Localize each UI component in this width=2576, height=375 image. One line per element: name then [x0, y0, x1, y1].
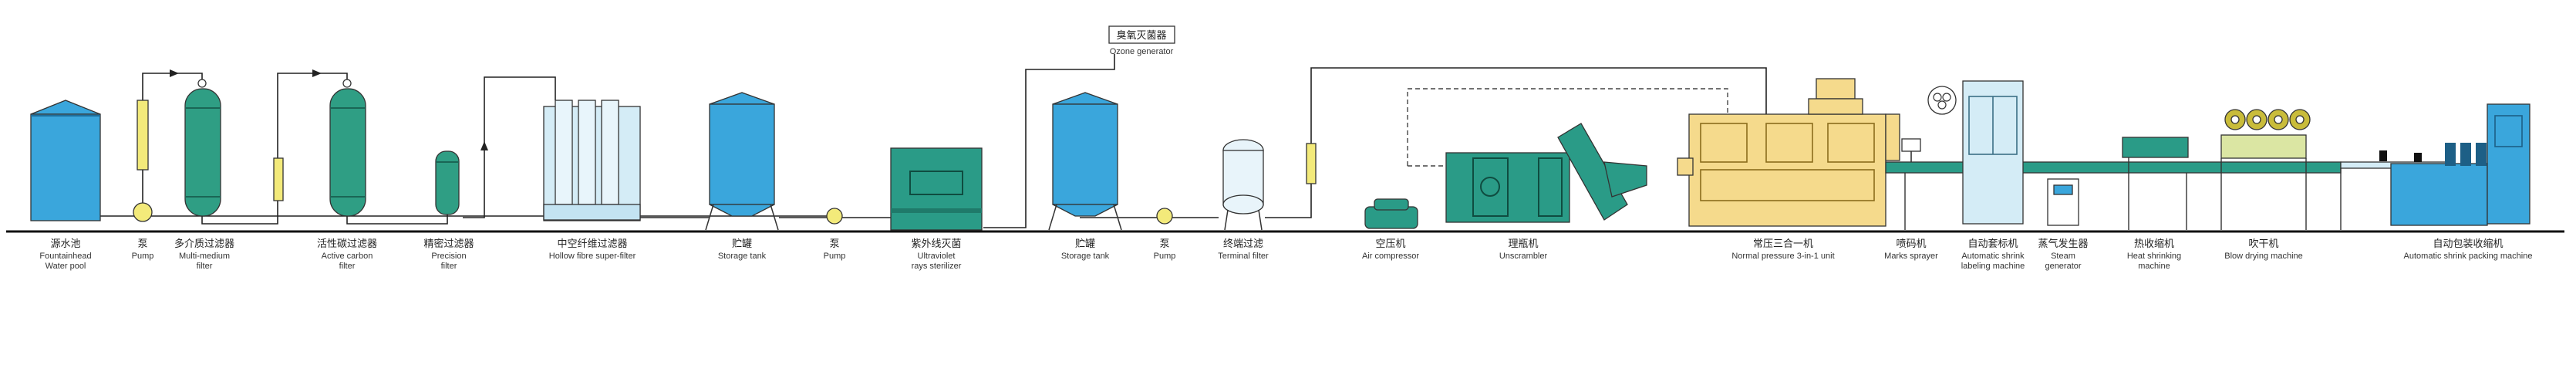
label-multimedium-en1: Multi-medium	[179, 252, 230, 261]
shrink-labeling-machine	[1927, 80, 2024, 225]
steam-generator	[2047, 178, 2079, 226]
label-blowdry-en1: Blow drying machine	[2224, 252, 2303, 261]
label-hollow-en1: Hollow fibre super-filter	[549, 252, 636, 261]
label-aircomp-zh: 空压机	[1375, 238, 1405, 250]
label-shrinklabel-en1: Automatic shrink	[1961, 252, 2025, 261]
ozone-generator	[1108, 25, 1175, 44]
three-in-one-unit	[1677, 78, 1900, 227]
label-packing-en1: Automatic shrink packing machine	[2404, 252, 2533, 261]
fountainhead-pool	[30, 100, 101, 221]
label-multimedium-en2: filter	[197, 262, 213, 271]
label-fountainhead-zh: 源水池	[50, 238, 80, 250]
label-carbon-zh: 活性碳过滤器	[317, 238, 377, 250]
labels: 源水池 Fountainhead Water pool 泵 Pump 多介质过滤…	[39, 30, 2532, 271]
label-storage1-en1: Storage tank	[718, 252, 767, 261]
label-fountainhead-en1: Fountainhead	[39, 252, 91, 261]
storage-tank-1	[705, 92, 779, 231]
label-heatshrink-zh: 热收缩机	[2134, 238, 2174, 250]
label-ozone-zh: 臭氧灭菌器	[1116, 30, 1166, 42]
label-shrinklabel-zh: 自动套标机	[1967, 238, 2018, 250]
label-precision-en1: Precision	[431, 252, 466, 261]
label-pump2-zh: 泵	[829, 238, 839, 250]
label-carbon-en1: Active carbon	[322, 252, 373, 261]
label-aircomp-en1: Air compressor	[1362, 252, 1419, 261]
label-pump1-zh: 泵	[137, 238, 147, 250]
arrow-up-carbon	[312, 69, 322, 77]
label-fountainhead-en2: Water pool	[46, 262, 86, 271]
label-hollow-zh: 中空纤维过滤器	[557, 238, 627, 250]
flowmeter-3	[1306, 143, 1317, 184]
pump-2	[826, 208, 843, 225]
label-uv-zh: 紫外线灭菌	[911, 238, 961, 250]
storage-tank-2	[1048, 92, 1122, 231]
active-carbon-filter	[329, 79, 366, 217]
label-precision-zh: 精密过滤器	[423, 238, 474, 250]
pump-3	[1156, 208, 1173, 225]
label-marks-en1: Marks sprayer	[1884, 252, 1938, 261]
label-pump3-en1: Pump	[1154, 252, 1176, 261]
label-terminal-en1: Terminal filter	[1218, 252, 1269, 261]
label-storage1-zh: 贮罐	[732, 238, 752, 250]
label-pump2-en1: Pump	[824, 252, 846, 261]
label-packing-zh: 自动包装收缩机	[2433, 238, 2503, 250]
label-precision-en2: filter	[441, 262, 457, 271]
heat-shrinking-machine	[2122, 137, 2189, 230]
label-steam-en2: generator	[2045, 262, 2081, 271]
label-unscrambler-zh: 理瓶机	[1508, 238, 1538, 250]
label-terminal-zh: 终端过滤	[1223, 238, 1263, 250]
arrow-up-multimedium	[170, 69, 179, 77]
label-pump3-zh: 泵	[1159, 238, 1169, 250]
pump-1	[133, 202, 153, 222]
label-uv-en2: rays sterilizer	[912, 262, 962, 271]
label-steam-en1: Steam	[2051, 252, 2075, 261]
unscrambler	[1445, 123, 1647, 223]
air-compressor	[1364, 198, 1418, 229]
label-unscrambler-en1: Unscrambler	[1499, 252, 1548, 261]
blow-drying-machine	[2220, 109, 2311, 230]
flowmeter-1	[137, 100, 149, 171]
shrink-packing-machine	[2379, 103, 2530, 226]
label-pump1-en1: Pump	[132, 252, 154, 261]
label-heatshrink-en1: Heat shrinking	[2127, 252, 2181, 261]
label-marks-zh: 喷码机	[1896, 238, 1926, 250]
label-heatshrink-en2: machine	[2138, 262, 2170, 271]
flowmeter-2	[273, 157, 284, 201]
label-multimedium-zh: 多介质过滤器	[174, 238, 234, 250]
terminal-filter	[1222, 139, 1264, 231]
multimedium-filter	[184, 79, 221, 217]
label-blowdry-zh: 吹干机	[2248, 238, 2278, 250]
label-ozone-en1: Ozone generator	[1110, 47, 1174, 56]
label-storage2-zh: 贮罐	[1075, 238, 1095, 250]
hollow-fibre-filter	[543, 100, 641, 221]
marks-sprayer	[1901, 138, 1921, 162]
label-threeinone-zh: 常压三合一机	[1753, 238, 1813, 250]
precision-filter	[435, 150, 460, 215]
uv-sterilizer	[890, 147, 983, 231]
label-storage2-en1: Storage tank	[1061, 252, 1110, 261]
label-shrinklabel-en2: labeling machine	[1961, 262, 2025, 271]
label-carbon-en2: filter	[339, 262, 356, 271]
label-uv-en1: Ultraviolet	[918, 252, 956, 261]
label-steam-zh: 蒸气发生器	[2038, 238, 2088, 250]
arrow-up-precision	[480, 141, 488, 150]
label-threeinone-en1: Normal pressure 3-in-1 unit	[1731, 252, 1834, 261]
